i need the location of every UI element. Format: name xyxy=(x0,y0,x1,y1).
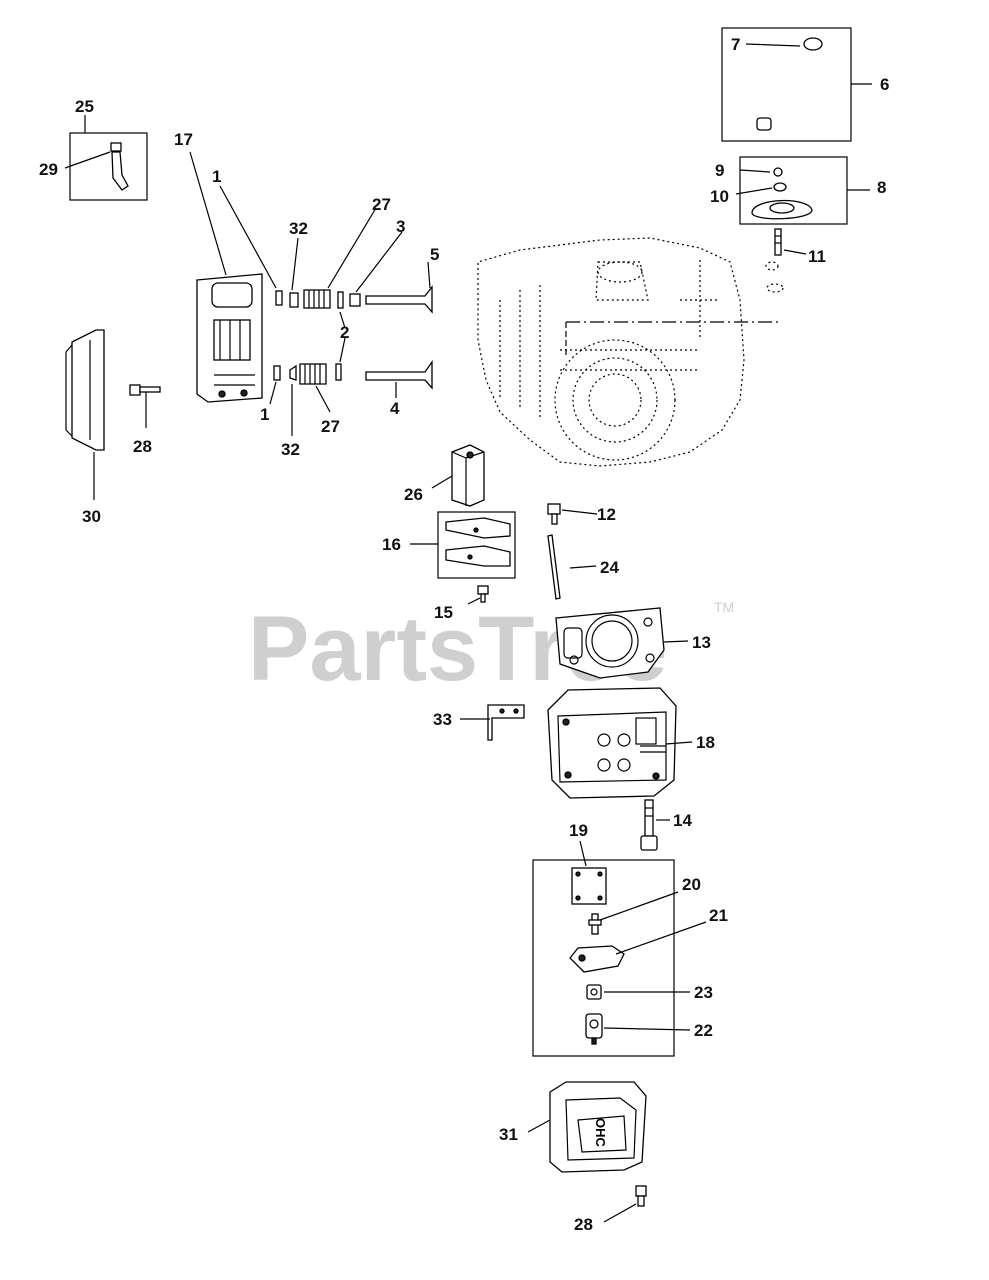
head-gasket-part xyxy=(555,607,665,679)
valve-cover-part: OHC xyxy=(549,1081,647,1173)
callout-3[interactable]: 3 xyxy=(396,217,405,236)
callout-31[interactable]: 31 xyxy=(499,1125,518,1144)
group-box-16 xyxy=(437,511,516,579)
callout-27-lower[interactable]: 27 xyxy=(321,417,340,436)
callout-1-upper[interactable]: 1 xyxy=(212,167,221,186)
callout-7[interactable]: 7 xyxy=(731,35,740,54)
callout-17[interactable]: 17 xyxy=(174,130,193,149)
callout-2[interactable]: 2 xyxy=(340,323,349,342)
callout-22[interactable]: 22 xyxy=(694,1021,713,1040)
callout-33[interactable]: 33 xyxy=(433,710,452,729)
callout-32-lower[interactable]: 32 xyxy=(281,440,300,459)
callout-24[interactable]: 24 xyxy=(600,558,619,577)
callout-12[interactable]: 12 xyxy=(597,505,616,524)
breather-hose-part xyxy=(733,37,823,131)
rocker-plates-part xyxy=(445,517,511,567)
callout-16[interactable]: 16 xyxy=(382,535,401,554)
callout-26[interactable]: 26 xyxy=(404,485,423,504)
callout-19[interactable]: 19 xyxy=(569,821,588,840)
cylinder-head-part xyxy=(547,687,677,799)
callout-6[interactable]: 6 xyxy=(880,75,889,94)
callout-28-bottom[interactable]: 28 xyxy=(574,1215,593,1234)
screw-part xyxy=(477,585,489,603)
callout-27-upper[interactable]: 27 xyxy=(372,195,391,214)
pushrod-part xyxy=(547,503,561,600)
stud-part xyxy=(765,228,784,293)
valve-cover-left-part xyxy=(65,329,105,451)
callout-1-lower[interactable]: 1 xyxy=(260,405,269,424)
bolt-bottom-part xyxy=(635,1185,647,1207)
callout-13[interactable]: 13 xyxy=(692,633,711,652)
callout-9[interactable]: 9 xyxy=(715,161,724,180)
engine-block-reference xyxy=(477,237,778,467)
nut-part xyxy=(586,984,602,1000)
upper-valve-train xyxy=(275,285,433,314)
callout-25[interactable]: 25 xyxy=(75,97,94,116)
callout-15[interactable]: 15 xyxy=(434,603,453,622)
group-box-19 xyxy=(532,859,675,1057)
callout-8[interactable]: 8 xyxy=(877,178,886,197)
watermark-trademark: TM xyxy=(714,599,734,615)
lower-valve-train xyxy=(273,359,433,390)
callout-5[interactable]: 5 xyxy=(430,245,439,264)
callout-10[interactable]: 10 xyxy=(710,187,729,206)
leader-lines xyxy=(64,43,872,1223)
callout-14[interactable]: 14 xyxy=(673,811,692,830)
rocker-arm-part xyxy=(569,945,625,973)
callout-11[interactable]: 11 xyxy=(808,247,826,266)
callout-29[interactable]: 29 xyxy=(39,160,58,179)
callout-32-upper[interactable]: 32 xyxy=(289,219,308,238)
callout-18[interactable]: 18 xyxy=(696,733,715,752)
bolt-left-part xyxy=(129,384,161,396)
elbow-fitting-part xyxy=(110,142,129,191)
adjuster-part xyxy=(585,1013,603,1045)
callout-4[interactable]: 4 xyxy=(390,399,400,418)
cylinder-head-side-part xyxy=(196,273,263,403)
rocker-stud-part xyxy=(588,913,602,935)
group-box-25 xyxy=(69,132,148,201)
callout-28-left[interactable]: 28 xyxy=(133,437,152,456)
callout-21[interactable]: 21 xyxy=(709,906,728,925)
callout-30[interactable]: 30 xyxy=(82,507,101,526)
breather-cover-part xyxy=(751,167,813,220)
callout-23[interactable]: 23 xyxy=(694,983,713,1002)
head-bolt-part xyxy=(640,799,658,851)
bracket-part xyxy=(487,704,525,741)
plate-part xyxy=(571,867,607,905)
cover-embossing: OHC xyxy=(593,1118,608,1148)
spacer-block-part xyxy=(451,444,485,507)
callout-20[interactable]: 20 xyxy=(682,875,701,894)
